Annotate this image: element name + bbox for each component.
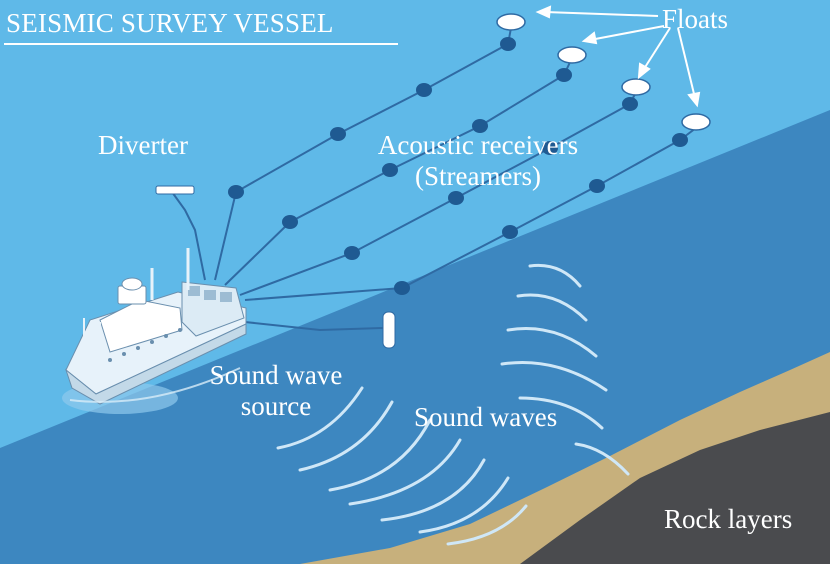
rock-layers-label: Rock layers bbox=[664, 504, 793, 534]
receiver-node bbox=[416, 83, 432, 97]
receiver-node bbox=[228, 185, 244, 199]
survey-vessel bbox=[62, 248, 247, 414]
floats-label: Floats bbox=[662, 4, 729, 34]
receiver-node bbox=[556, 68, 572, 82]
source-label: Sound wave source bbox=[196, 360, 356, 422]
source-label-line2: source bbox=[240, 391, 312, 422]
float-buoy bbox=[681, 113, 711, 131]
receiver-node bbox=[502, 225, 518, 239]
receivers-label-line1: Acoustic receivers bbox=[377, 130, 579, 160]
float-arrows bbox=[535, 5, 701, 108]
receiver-node bbox=[500, 37, 516, 51]
sound-wave-arcs bbox=[276, 263, 630, 546]
sound-waves-label: Sound waves bbox=[414, 402, 558, 432]
receiver-node bbox=[282, 215, 298, 229]
source-label-line1: Sound wave bbox=[209, 360, 343, 390]
receivers-label: Acoustic receivers (Streamers) bbox=[360, 130, 596, 192]
receiver-node bbox=[394, 281, 410, 295]
diverter-label: Diverter bbox=[98, 130, 188, 160]
float-buoy bbox=[496, 13, 526, 31]
receiver-node bbox=[589, 179, 605, 193]
receiver-node bbox=[622, 97, 638, 111]
rock-layers bbox=[520, 412, 830, 564]
sound-source-device bbox=[382, 311, 396, 349]
vessel-wake bbox=[69, 367, 241, 403]
receiver-node bbox=[330, 127, 346, 141]
diverter-line bbox=[171, 191, 206, 281]
receiver-node bbox=[382, 163, 398, 177]
receiver-node bbox=[672, 133, 688, 147]
page-title: SEISMIC SURVEY VESSEL bbox=[6, 8, 334, 38]
receiver-node bbox=[542, 141, 558, 155]
source-line bbox=[244, 321, 384, 332]
diverter-board bbox=[155, 185, 195, 195]
receivers-label-line2: (Streamers) bbox=[415, 161, 541, 192]
receiver-node bbox=[472, 119, 488, 133]
receiver-node bbox=[448, 191, 464, 205]
float-buoy bbox=[621, 78, 651, 96]
receiver-node bbox=[344, 246, 360, 260]
float-buoy bbox=[557, 46, 587, 64]
